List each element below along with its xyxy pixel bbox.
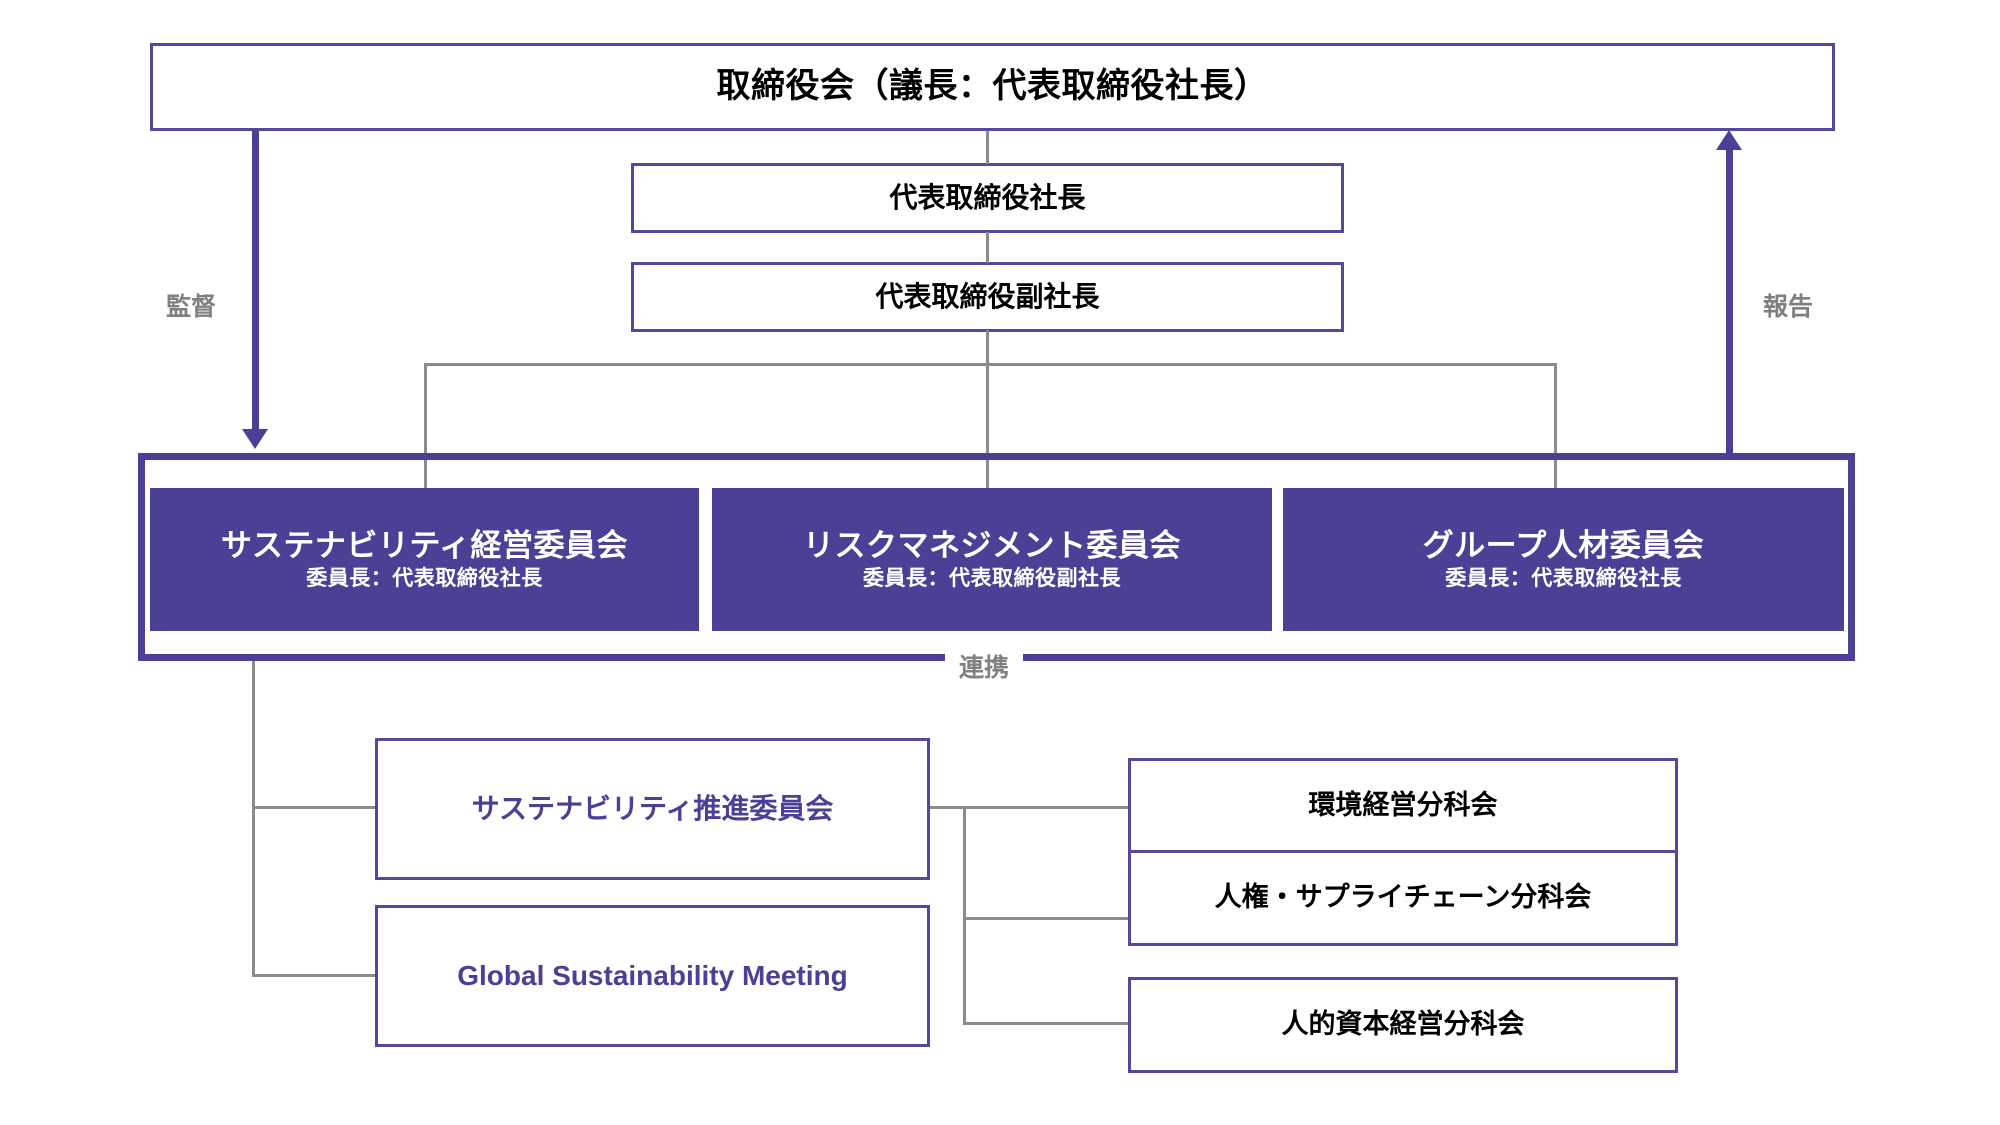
connector-president-to-vice-president xyxy=(986,232,989,263)
board-of-directors-label: 取締役会（議長：代表取締役社長） xyxy=(716,67,1269,106)
connector-to-subcommittee-1 xyxy=(963,917,1130,920)
connector-promotion-out xyxy=(930,806,966,809)
report-label: 報告 xyxy=(1757,285,1820,325)
subcommittee-label: 人権・サプライチェーン分科会 xyxy=(1214,882,1592,913)
sustainability-promotion-committee-label: サステナビリティ推進委員会 xyxy=(471,792,834,824)
supervise-arrow-head-icon xyxy=(242,429,268,449)
committee-chair: 委員長：代表取締役副社長 xyxy=(863,567,1121,591)
subcommittee-human-capital-management-box[interactable]: 人的資本経営分科会 xyxy=(1128,977,1678,1073)
global-sustainability-meeting-label: Global Sustainability Meeting xyxy=(457,959,848,991)
connector-bus-to-committee-0 xyxy=(424,363,427,491)
report-arrow-head-icon xyxy=(1716,130,1742,150)
committee-chair: 委員長：代表取締役社長 xyxy=(306,567,543,591)
connector-board-to-president xyxy=(986,131,989,164)
connector-committee0-down xyxy=(252,661,255,977)
connector-to-promotion-committee xyxy=(252,806,377,809)
subcommittee-label: 環境経営分科会 xyxy=(1308,790,1498,821)
report-arrow-line xyxy=(1726,148,1733,460)
connector-committee-bus xyxy=(424,363,1557,366)
vice-president-box[interactable]: 代表取締役副社長 xyxy=(631,262,1344,332)
president-label: 代表取締役社長 xyxy=(889,181,1086,213)
cooperate-label: 連携 xyxy=(945,648,1024,684)
subcommittee-human-rights-supply-chain-box[interactable]: 人権・サプライチェーン分科会 xyxy=(1128,850,1678,946)
connector-bus-to-committee-1 xyxy=(986,363,989,491)
global-sustainability-meeting-box[interactable]: Global Sustainability Meeting xyxy=(375,905,930,1047)
connector-vice-president-down xyxy=(986,330,989,363)
sustainability-promotion-committee-box[interactable]: サステナビリティ推進委員会 xyxy=(375,738,930,880)
committee-risk-management[interactable]: リスクマネジメント委員会 委員長：代表取締役副社長 xyxy=(712,488,1272,631)
committee-sustainability-management[interactable]: サステナビリティ経営委員会 委員長：代表取締役社長 xyxy=(150,488,699,631)
committee-title: サステナビリティ経営委員会 xyxy=(220,527,629,563)
connector-bus-to-committee-2 xyxy=(1554,363,1557,491)
vice-president-label: 代表取締役副社長 xyxy=(875,280,1100,312)
connector-to-gsm xyxy=(252,974,377,977)
president-box[interactable]: 代表取締役社長 xyxy=(631,163,1344,233)
committee-title: リスクマネジメント委員会 xyxy=(803,527,1181,563)
supervise-label: 監督 xyxy=(160,285,223,325)
board-of-directors-box[interactable]: 取締役会（議長：代表取締役社長） xyxy=(150,43,1835,131)
committee-chair: 委員長：代表取締役社長 xyxy=(1445,567,1682,591)
supervise-arrow-line xyxy=(252,131,259,431)
connector-to-subcommittee-2 xyxy=(963,1022,1130,1025)
subcommittee-label: 人的資本経営分科会 xyxy=(1281,1009,1525,1040)
connector-subcommittee-spine xyxy=(963,806,966,1025)
committee-group-human-resources[interactable]: グループ人材委員会 委員長：代表取締役社長 xyxy=(1283,488,1844,631)
connector-to-subcommittee-0 xyxy=(963,806,1130,809)
subcommittee-environmental-management-box[interactable]: 環境経営分科会 xyxy=(1128,758,1678,854)
committee-title: グループ人材委員会 xyxy=(1422,527,1705,563)
